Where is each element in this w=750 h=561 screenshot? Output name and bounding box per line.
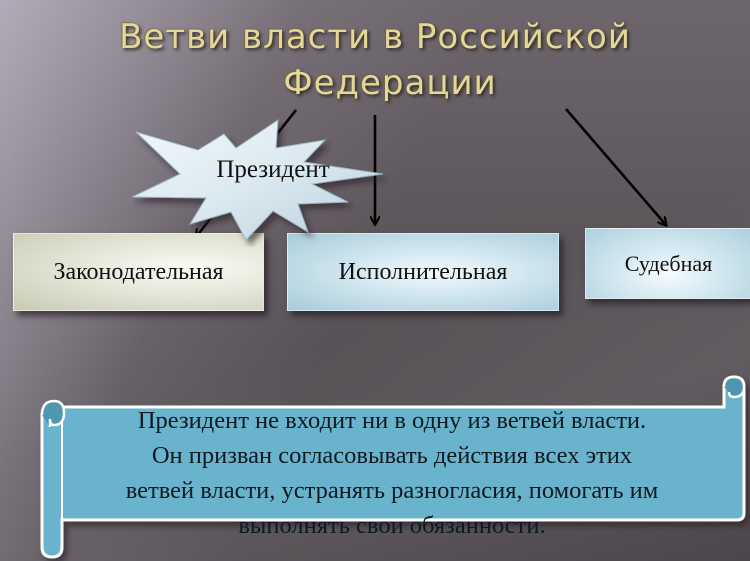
branch-legislative-label: Законодательная (53, 258, 224, 285)
title-line-1: Ветви власти в Российской (119, 17, 631, 57)
note-line-1: Президент не входит ни в одну из ветвей … (137, 407, 647, 434)
slide-title: Ветви власти в Российской Федерации (0, 14, 750, 106)
title-line-2: Федерации (283, 63, 497, 103)
branch-judicial-label: Судебная (624, 251, 713, 276)
branch-judicial-box: Судебная (585, 228, 750, 299)
branch-executive-label: Исполнительная (338, 258, 508, 285)
note-line-4: выполнять свои обязанности. (238, 512, 546, 539)
president-node-label: Президент (216, 156, 330, 183)
note-line-2: Он призван согласовывать действия всех э… (151, 442, 633, 469)
note-line-3: ветвей власти, устранять разногласия, по… (125, 477, 659, 504)
note-scroll-banner (40, 375, 746, 559)
note-text: Президент не входит ни в одну из ветвей … (62, 403, 722, 543)
president-star-shape (131, 119, 384, 241)
branch-legislative-box: Законодательная (13, 233, 264, 311)
branch-executive-box: Исполнительная (287, 233, 559, 311)
arrow-to-judicial (565, 108, 666, 225)
